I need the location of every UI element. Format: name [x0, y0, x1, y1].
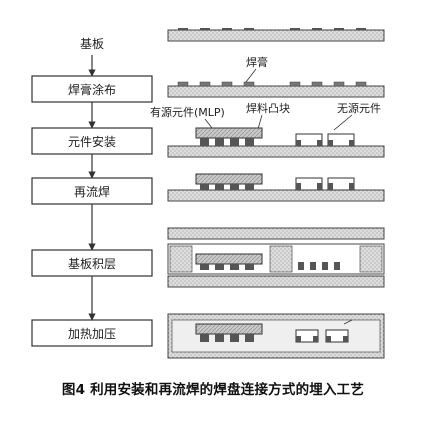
annotation-solder-bump: 焊料凸块	[246, 101, 290, 115]
annotation-leader	[333, 114, 353, 131]
substrate-reflowed	[167, 173, 385, 202]
substrate-pressed	[167, 313, 385, 359]
figure-caption: 图4 利用安装和再流焊的焊盘连接方式的埋入工艺	[61, 382, 365, 398]
substrate-mounted	[167, 127, 385, 158]
substrate-bare	[167, 28, 385, 42]
annotation-solder-paste: 焊膏	[246, 55, 268, 69]
flow-step-4: 基板积层	[31, 249, 153, 277]
annotation-leader	[245, 68, 257, 83]
flow-step-5-label: 加热加压	[68, 327, 116, 341]
annotation-leader	[204, 118, 213, 129]
substrate-with-paste	[167, 81, 385, 98]
substrate-laminated-stack	[167, 227, 385, 288]
flow-step-1: 焊膏涂布	[31, 75, 153, 103]
active-component-mlp	[195, 127, 263, 139]
flow-step-5: 加热加压	[31, 319, 153, 347]
flow-step-1-label: 焊膏涂布	[68, 82, 116, 97]
flow-step-3: 再流焊	[31, 177, 153, 205]
flow-step-3-label: 再流焊	[74, 184, 110, 199]
flow-step-2-label: 元件安装	[68, 134, 116, 149]
flow-start-label: 基板	[80, 37, 104, 51]
flow-step-4-label: 基板积层	[68, 257, 116, 271]
annotation-active-component: 有源元件(MLP)	[150, 105, 225, 119]
annotation-passive-component: 无源元件	[337, 101, 381, 115]
passive-components	[295, 133, 355, 147]
flow-step-2: 元件安装	[31, 127, 153, 155]
